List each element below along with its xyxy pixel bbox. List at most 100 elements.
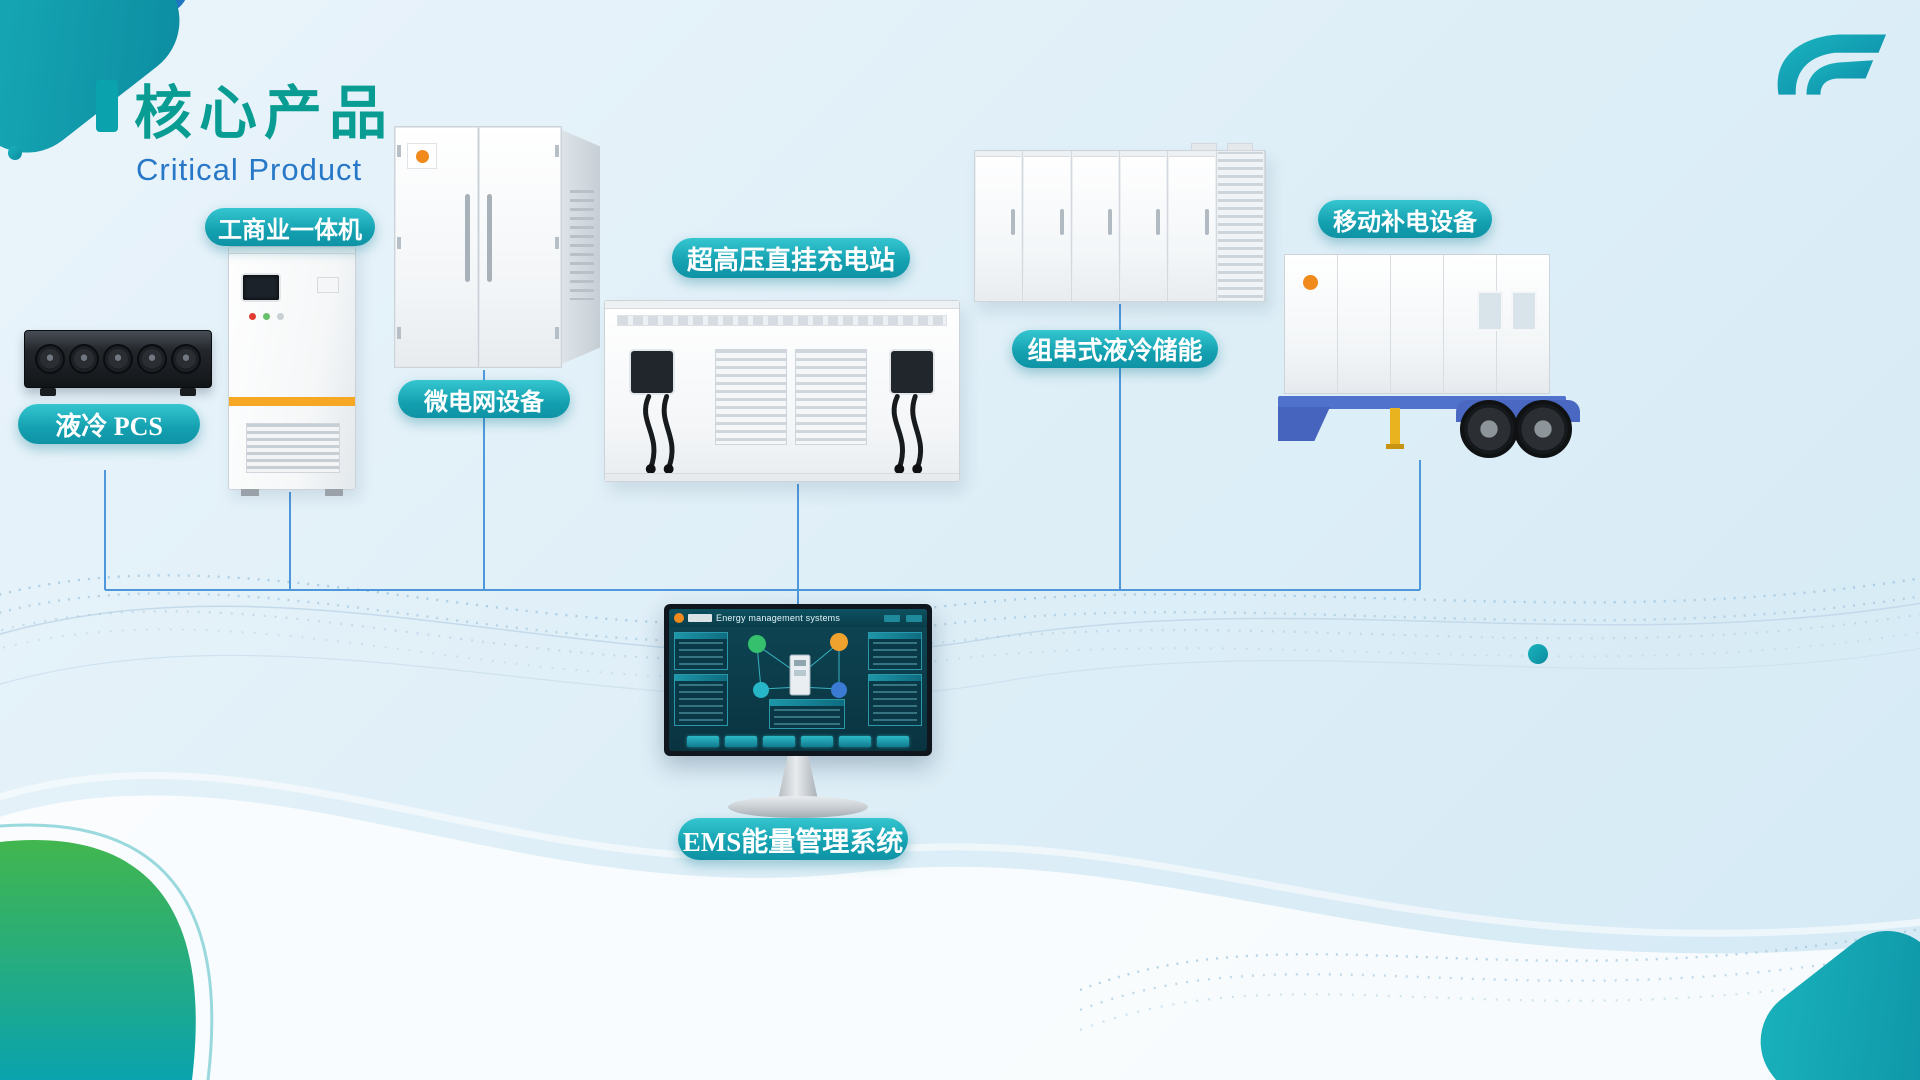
brand-logo-icon [1762, 28, 1894, 114]
monitor-screen: Energy management systems [669, 609, 927, 751]
storage-door [1023, 151, 1072, 301]
indicator-light [263, 313, 270, 320]
charging-cable-icon [643, 393, 924, 475]
device-string-storage [974, 143, 1266, 302]
door-handle [1107, 209, 1112, 235]
storage-door [975, 151, 1024, 301]
mobile-container [1284, 254, 1550, 394]
container-door [395, 127, 478, 367]
device-ems-monitor: Energy management systems [664, 604, 932, 820]
screen-header-button [884, 614, 900, 622]
screen-button-row [669, 736, 927, 747]
brand-badge [407, 143, 437, 169]
door-handle [464, 194, 470, 283]
screen-button [725, 736, 757, 747]
screen-header: Energy management systems [669, 609, 927, 627]
teal-dot-top-left [8, 146, 22, 160]
page-header: 核心产品 Critical Product [96, 66, 394, 188]
monitor-base [728, 796, 868, 818]
pcs-body [24, 330, 212, 388]
wheel-icon [1514, 400, 1572, 458]
container-window [1511, 291, 1537, 331]
louver-panel [715, 349, 787, 445]
storage-door [1168, 151, 1217, 301]
cabinet-foot [325, 489, 343, 496]
screen-button [877, 736, 909, 747]
cabinet-foot [241, 489, 259, 496]
hinge [397, 327, 401, 339]
screen-button [687, 736, 719, 747]
container-front-face [394, 126, 562, 368]
brand-badge-icon [415, 149, 429, 163]
label-charging-station: 超高压直挂充电站 [672, 238, 910, 278]
screen-panel [868, 674, 922, 726]
device-commercial-cabinet [228, 246, 356, 496]
container-window [1477, 291, 1503, 331]
fan-icon [35, 344, 65, 374]
hinge [555, 237, 559, 249]
label-mobile-power: 移动补电设备 [1318, 200, 1492, 238]
fan-icon [137, 344, 167, 374]
hinge [555, 145, 559, 157]
screen-panel [674, 632, 728, 670]
screen-header-badge [688, 614, 712, 622]
device-liquid-cooled-pcs [24, 330, 212, 396]
station-vent-row [617, 315, 947, 326]
device-charging-station [604, 300, 960, 482]
label-microgrid: 微电网设备 [398, 380, 570, 418]
vent-panel [1216, 151, 1265, 301]
dispenser-screen [891, 351, 933, 393]
wheel-icon [1460, 400, 1518, 458]
brand-badge-icon [1303, 275, 1318, 290]
door-handle [486, 194, 492, 283]
landing-gear [1386, 408, 1404, 449]
label-string-storage: 组串式液冷储能 [1012, 330, 1218, 368]
door-handle [1156, 209, 1161, 235]
hinge [555, 327, 559, 339]
screen-panel [674, 674, 728, 726]
device-mobile-power [1278, 250, 1580, 472]
door-handle [1011, 209, 1016, 235]
side-vent [570, 190, 594, 300]
orange-stripe [229, 397, 355, 406]
screen-panel [868, 632, 922, 670]
screen-title: Energy management systems [716, 613, 841, 623]
device-microgrid-container [394, 126, 600, 368]
storage-top-rail [975, 151, 1265, 157]
pcs-foot [40, 388, 56, 396]
dispenser-screen [631, 351, 673, 393]
container-door [477, 127, 562, 367]
cabinet-screen [243, 275, 279, 300]
monitor-neck [778, 756, 818, 800]
vent-grille [246, 423, 340, 473]
door-handle [1059, 209, 1064, 235]
screen-button [839, 736, 871, 747]
hinge [397, 237, 401, 249]
roof-vent [1227, 143, 1253, 151]
storage-door [1120, 151, 1169, 301]
station-bottom-rail [605, 473, 959, 481]
louver-panel [795, 349, 867, 445]
indicator-light [277, 313, 284, 320]
screen-button [763, 736, 795, 747]
label-liquid-cooled-pcs: 液冷 PCS [18, 404, 200, 444]
cabinet-panel-box [317, 277, 339, 293]
screen-button [801, 736, 833, 747]
door-handle [1204, 209, 1209, 235]
pcs-foot [180, 388, 196, 396]
label-ems: EMS能量管理系统 [678, 818, 908, 860]
page-title: 核心产品 [134, 81, 395, 146]
screen-header-button [906, 614, 922, 622]
ems-logo-icon [674, 613, 684, 623]
ems-flow-diagram [748, 633, 848, 698]
fan-icon [171, 344, 201, 374]
teal-dot-right [1528, 644, 1548, 664]
label-all-in-one: 工商业一体机 [205, 208, 375, 246]
container-side-face [562, 130, 600, 364]
indicator-light [249, 313, 256, 320]
fan-icon [103, 344, 133, 374]
monitor-frame: Energy management systems [664, 604, 932, 756]
page-subtitle: Critical Product [136, 152, 363, 187]
title-accent-bar [96, 80, 118, 132]
